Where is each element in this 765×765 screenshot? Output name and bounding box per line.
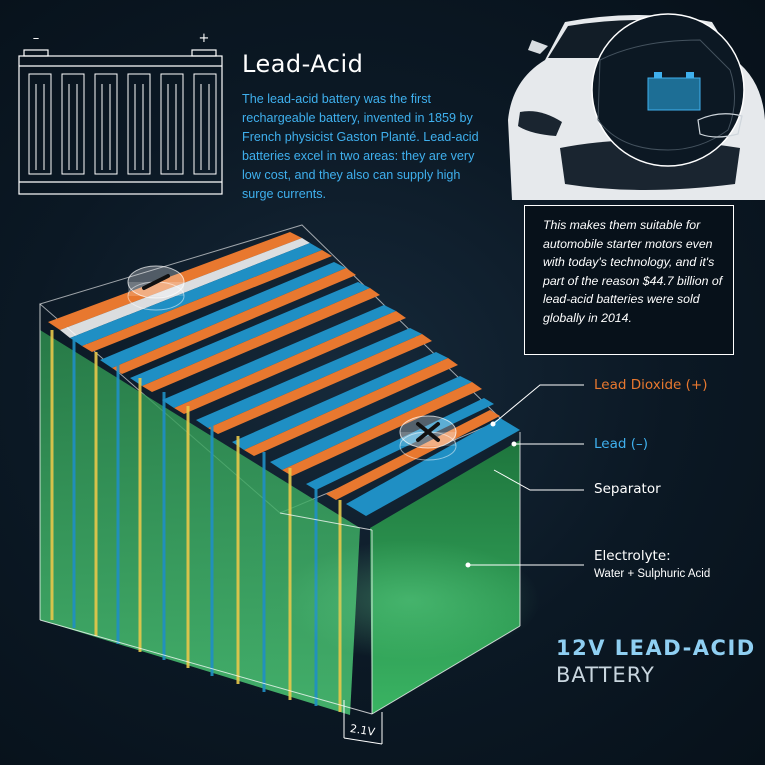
cell-voltage-label: 2.1V [349,722,376,739]
cell-plates-diagram [38,224,540,715]
icon-minus-sign: – [33,31,40,46]
battery-outline-icon [18,49,223,195]
leader-lines [465,384,584,568]
intro-paragraph: The lead-acid battery was the first rech… [242,92,479,201]
cell-voltage-tag: 2.1V [343,700,383,745]
page-title: Lead-Acid [242,50,364,78]
lead-dioxide-label: Lead Dioxide (+) [594,377,708,393]
battery-title: 12V LEAD-ACID [556,636,756,660]
separator-label: Separator [594,481,661,497]
battery-subtitle: BATTERY [556,663,655,687]
icon-plus-sign: + [199,31,210,46]
lead-label: Lead (–) [594,436,649,452]
electrolyte-sub-label: Water + Sulphuric Acid [594,568,711,580]
callout-box: This makes them suitable for automobile … [524,205,734,355]
car-illustration-icon [508,13,765,200]
electrolyte-label: Electrolyte: [594,548,671,564]
callout-text: This makes them suitable for automobile … [543,218,723,325]
